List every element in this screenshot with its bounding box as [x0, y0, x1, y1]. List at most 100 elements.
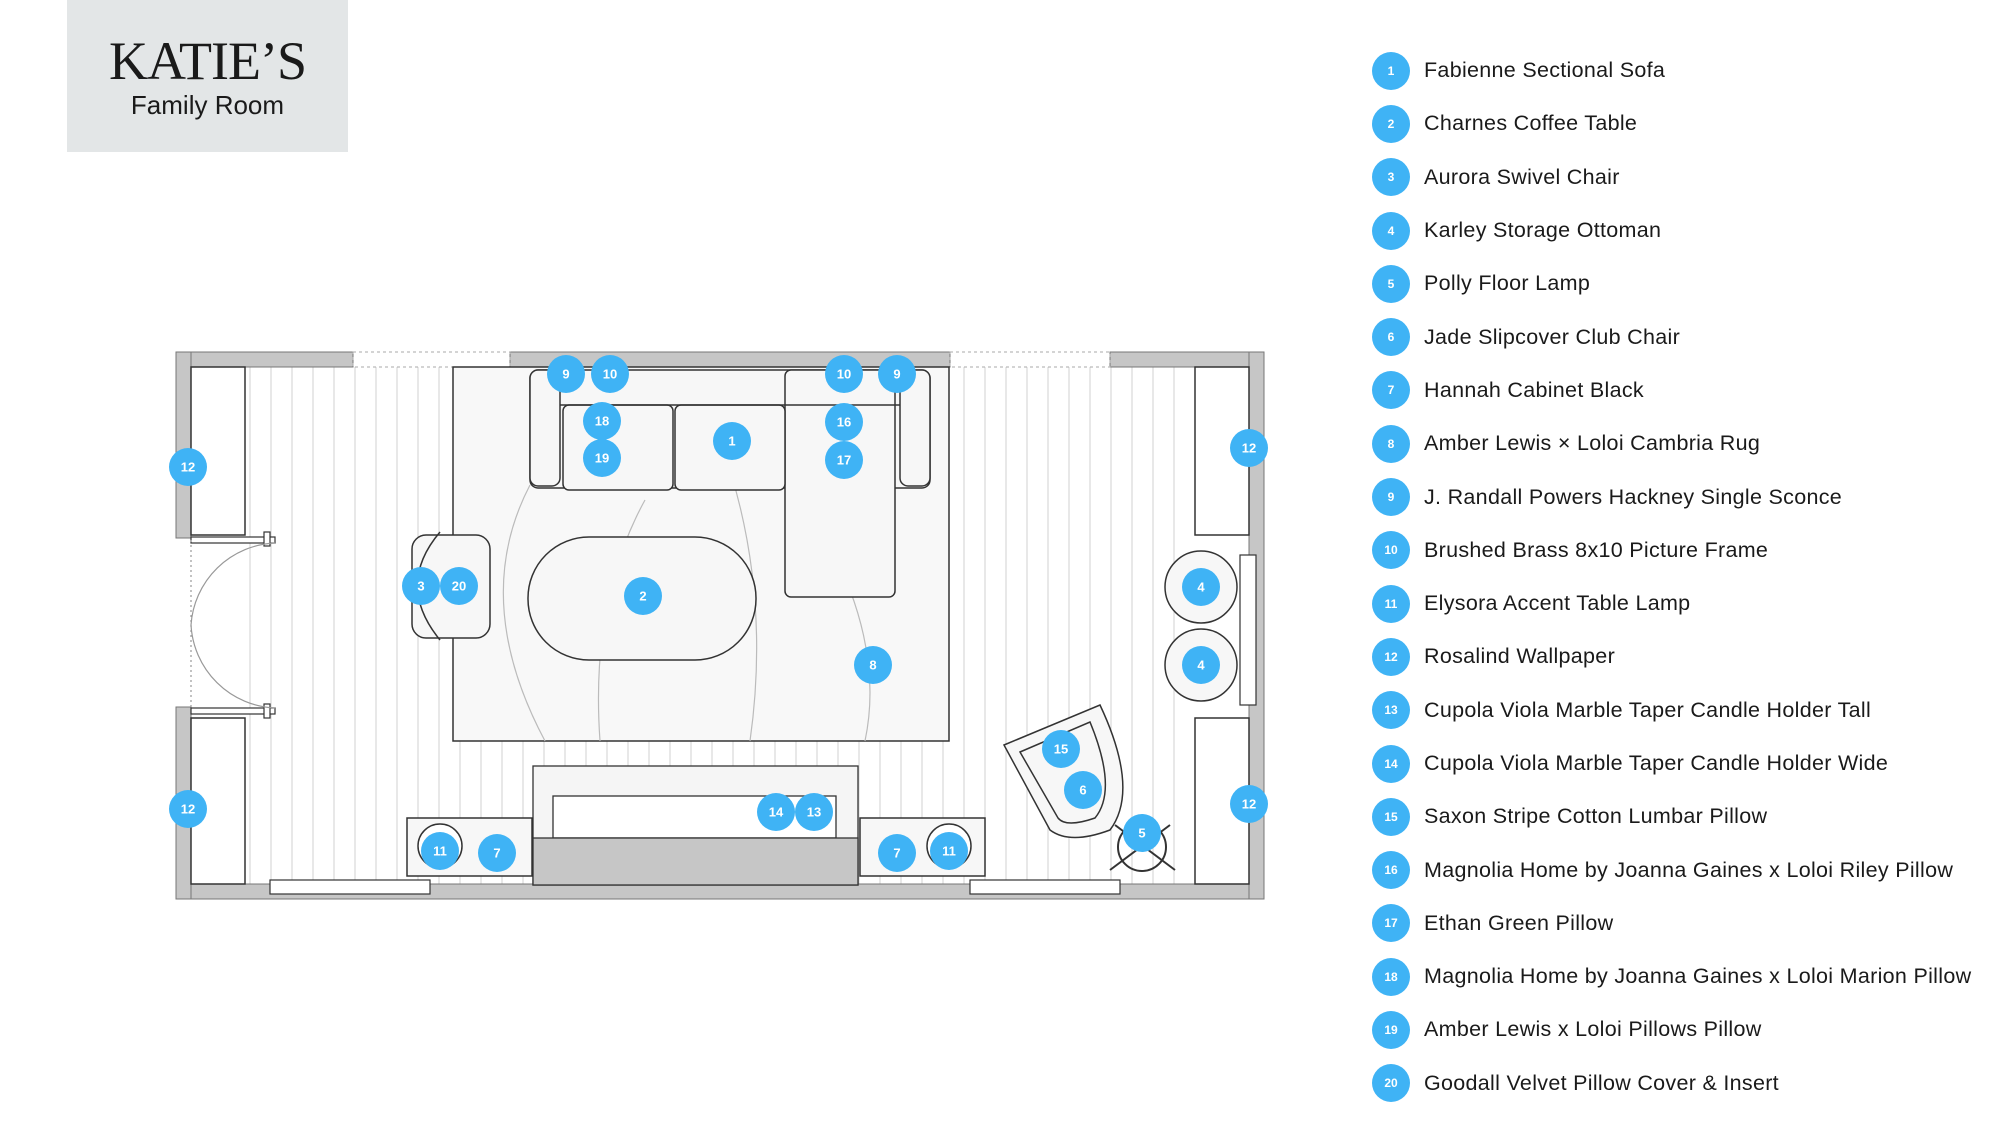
plan-marker-12: 12: [169, 790, 207, 828]
plan-marker-circle: [795, 793, 833, 831]
plan-marker-17: 17: [825, 441, 863, 479]
legend-item: 10 Brushed Brass 8x10 Picture Frame: [1372, 524, 1971, 577]
plan-marker-circle: [547, 355, 585, 393]
legend-label: Elysora Accent Table Lamp: [1424, 591, 1691, 616]
legend-marker: 4: [1372, 211, 1410, 250]
legend-marker: 16: [1372, 851, 1410, 890]
plan-marker-circle: [1064, 771, 1102, 809]
plan-marker-label: 6: [1079, 783, 1086, 798]
legend-marker: 18: [1372, 957, 1410, 996]
plan-marker-label: 4: [1197, 658, 1205, 673]
legend-item: 18 Magnolia Home by Joanna Gaines x Loloi…: [1372, 950, 1971, 1003]
plan-marker-circle: [583, 439, 621, 477]
plan-marker-circle: [854, 646, 892, 684]
legend-marker: 11: [1372, 584, 1410, 623]
plan-marker-11: 11: [930, 832, 968, 870]
legend-item: 19 Amber Lewis x Loloi Pillows Pillow: [1372, 1003, 1971, 1056]
plan-marker-circle: [440, 567, 478, 605]
plan-marker-16: 16: [825, 403, 863, 441]
plan-marker-11: 11: [421, 832, 459, 870]
legend-marker: 9: [1372, 478, 1410, 517]
plan-marker-14: 14: [757, 793, 795, 831]
plan-marker-8: 8: [854, 646, 892, 684]
legend-marker: 13: [1372, 691, 1410, 730]
plan-marker-13: 13: [795, 793, 833, 831]
window-openings: [352, 351, 1111, 368]
legend-label: Charnes Coffee Table: [1424, 111, 1638, 136]
plan-marker-circle: [591, 355, 629, 393]
plan-marker-2: 2: [624, 577, 662, 615]
plan-marker-circle: [1230, 785, 1268, 823]
plan-marker-19: 19: [583, 439, 621, 477]
plan-marker-15: 15: [1042, 730, 1080, 768]
legend-label: Magnolia Home by Joanna Gaines x Loloi M…: [1424, 964, 1972, 989]
plan-marker-label: 10: [837, 367, 851, 382]
legend-label: Aurora Swivel Chair: [1424, 164, 1620, 189]
plan-marker-9: 9: [547, 355, 585, 393]
plan-marker-circle: [878, 355, 916, 393]
plan-marker-circle: [930, 832, 968, 870]
legend-marker: 15: [1372, 797, 1410, 836]
legend-label: Rosalind Wallpaper: [1424, 644, 1616, 669]
plan-marker-label: 20: [452, 579, 466, 594]
legend-label: Saxon Stripe Cotton Lumbar Pillow: [1424, 804, 1768, 829]
plan-marker-12: 12: [169, 448, 207, 486]
plan-marker-label: 7: [493, 846, 500, 861]
entry-door: [190, 531, 276, 719]
plan-marker-label: 12: [181, 460, 195, 475]
plan-marker-label: 12: [181, 802, 195, 817]
plan-marker-circle: [825, 403, 863, 441]
plan-marker-6: 6: [1064, 771, 1102, 809]
plan-marker-label: 17: [837, 453, 851, 468]
page-subtitle: Family Room: [130, 90, 285, 120]
legend-marker: 5: [1372, 264, 1410, 303]
legend-label: Amber Lewis x Loloi Pillows Pillow: [1424, 1017, 1762, 1042]
legend-label: Brushed Brass 8x10 Picture Frame: [1424, 537, 1769, 562]
legend-marker: 10: [1372, 531, 1410, 570]
plan-marker-label: 7: [893, 846, 900, 861]
plan-marker-9: 9: [878, 355, 916, 393]
plan-marker-label: 11: [433, 844, 447, 859]
title-box: KATIE’S Family Room: [67, 0, 348, 152]
plan-marker-label: 11: [942, 844, 956, 859]
plan-marker-circle: [402, 567, 440, 605]
plan-marker-label: 10: [603, 367, 617, 382]
plan-marker-label: 5: [1138, 826, 1145, 841]
plan-marker-label: 13: [807, 805, 821, 820]
legend-item: 4 Karley Storage Ottoman: [1372, 204, 1971, 257]
legend-marker: 14: [1372, 744, 1410, 783]
plan-marker-4: 4: [1182, 646, 1220, 684]
plan-marker-circle: [583, 402, 621, 440]
plan-marker-circle: [169, 790, 207, 828]
plan-marker-label: 14: [769, 805, 784, 820]
plan-marker-circle: [1182, 568, 1220, 606]
plan-marker-circle: [1230, 429, 1268, 467]
legend-marker: 19: [1372, 1010, 1410, 1049]
plan-marker-circle: [713, 422, 751, 460]
legend-marker: 17: [1372, 904, 1410, 943]
legend-marker: 12: [1372, 637, 1410, 676]
plan-marker-circle: [1123, 814, 1161, 852]
plan-marker-label: 1: [728, 434, 735, 449]
plan-marker-label: 19: [595, 451, 609, 466]
legend-marker: 2: [1372, 104, 1410, 143]
legend-marker: 8: [1372, 424, 1410, 463]
plan-marker-circle: [169, 448, 207, 486]
legend-label: Karley Storage Ottoman: [1424, 218, 1662, 243]
plan-marker-3: 3: [402, 567, 440, 605]
plan-marker-12: 12: [1230, 785, 1268, 823]
plan-marker-1: 1: [713, 422, 751, 460]
legend-label: Hannah Cabinet Black: [1424, 377, 1644, 402]
plan-marker-label: 8: [869, 658, 876, 673]
plan-marker-4: 4: [1182, 568, 1220, 606]
plan-marker-circle: [624, 577, 662, 615]
